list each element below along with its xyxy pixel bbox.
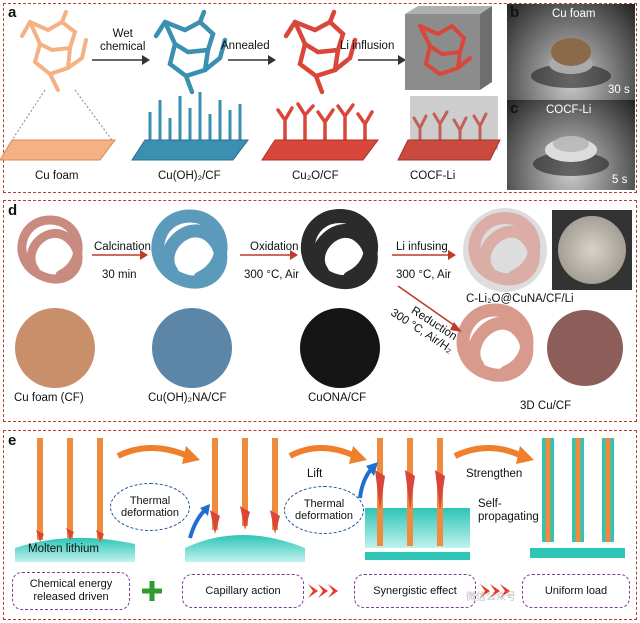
arrow-label-1: Wet chemical <box>100 28 146 53</box>
hydroxide-plate <box>131 139 249 161</box>
plus-sign: + <box>0 0 1 1</box>
strengthen-label: Strengthen <box>466 468 523 480</box>
box-synergistic-effect: Synergistic effect <box>354 574 476 608</box>
box-uniform-load: Uniform load <box>522 574 630 608</box>
stage-label-hydroxide: Cu(OH)₂/CF <box>158 170 221 182</box>
oxide-plate <box>261 139 379 161</box>
panel-b-label: b <box>510 4 520 21</box>
cu-foam-plate <box>0 139 116 161</box>
stage-label-oxide: Cu₂O/CF <box>292 170 339 182</box>
self-propagating-label: Self- propagating <box>478 498 539 523</box>
panel-d <box>3 200 637 422</box>
hydroxide-network <box>153 9 228 95</box>
li-plate <box>397 139 501 161</box>
panel-a <box>3 3 637 193</box>
step-li-infusing: Li infusing 300 °C, Air <box>396 241 452 281</box>
panel-e <box>3 430 637 620</box>
lift-label: Lift <box>307 468 323 480</box>
photo-b <box>507 4 635 100</box>
sample-label-cuo: CuONA/CF <box>308 392 367 404</box>
product-label-li: C-Li₂O@CuNA/CF/Li <box>466 293 574 305</box>
panel-a-schematic <box>0 6 501 161</box>
photo-c-time: 5 s <box>612 174 628 186</box>
arrow-label-3: Li influsion <box>340 40 395 52</box>
step-calcination: Calcination 30 min <box>94 241 151 281</box>
photo-li-coin <box>552 210 632 290</box>
oxide-network <box>283 9 358 95</box>
li-network <box>418 23 472 77</box>
sample-label-hydroxide: Cu(OH)₂NA/CF <box>148 392 227 404</box>
photo-c <box>507 100 635 190</box>
panel-e-schematic <box>15 438 625 601</box>
box-capillary-action: Capillary action <box>182 574 304 608</box>
panel-d-label: d <box>8 202 18 219</box>
photo-b-time: 30 s <box>608 84 630 96</box>
sample-label-cf: Cu foam (CF) <box>14 392 84 404</box>
panel-e-label: e <box>8 432 17 449</box>
arrow-label-2: Annealed <box>221 40 270 52</box>
panel-a-label: a <box>8 4 17 21</box>
cu-foam-network <box>20 10 88 92</box>
product-label-3dcu: 3D Cu/CF <box>520 400 572 412</box>
stage-label-cocf-li: COCF-Li <box>410 170 456 182</box>
molten-lithium-label: Molten lithium <box>28 543 99 555</box>
step-oxidation: Oxidation 300 °C, Air <box>244 241 300 281</box>
photo-b-title: Cu foam <box>552 8 596 20</box>
watermark: 微信公众号 <box>466 592 516 603</box>
panel-c-label: c <box>510 100 519 117</box>
panel-d-knots <box>15 208 623 388</box>
stage-label-cu-foam: Cu foam <box>35 170 79 182</box>
photo-c-title: COCF-Li <box>546 104 592 116</box>
